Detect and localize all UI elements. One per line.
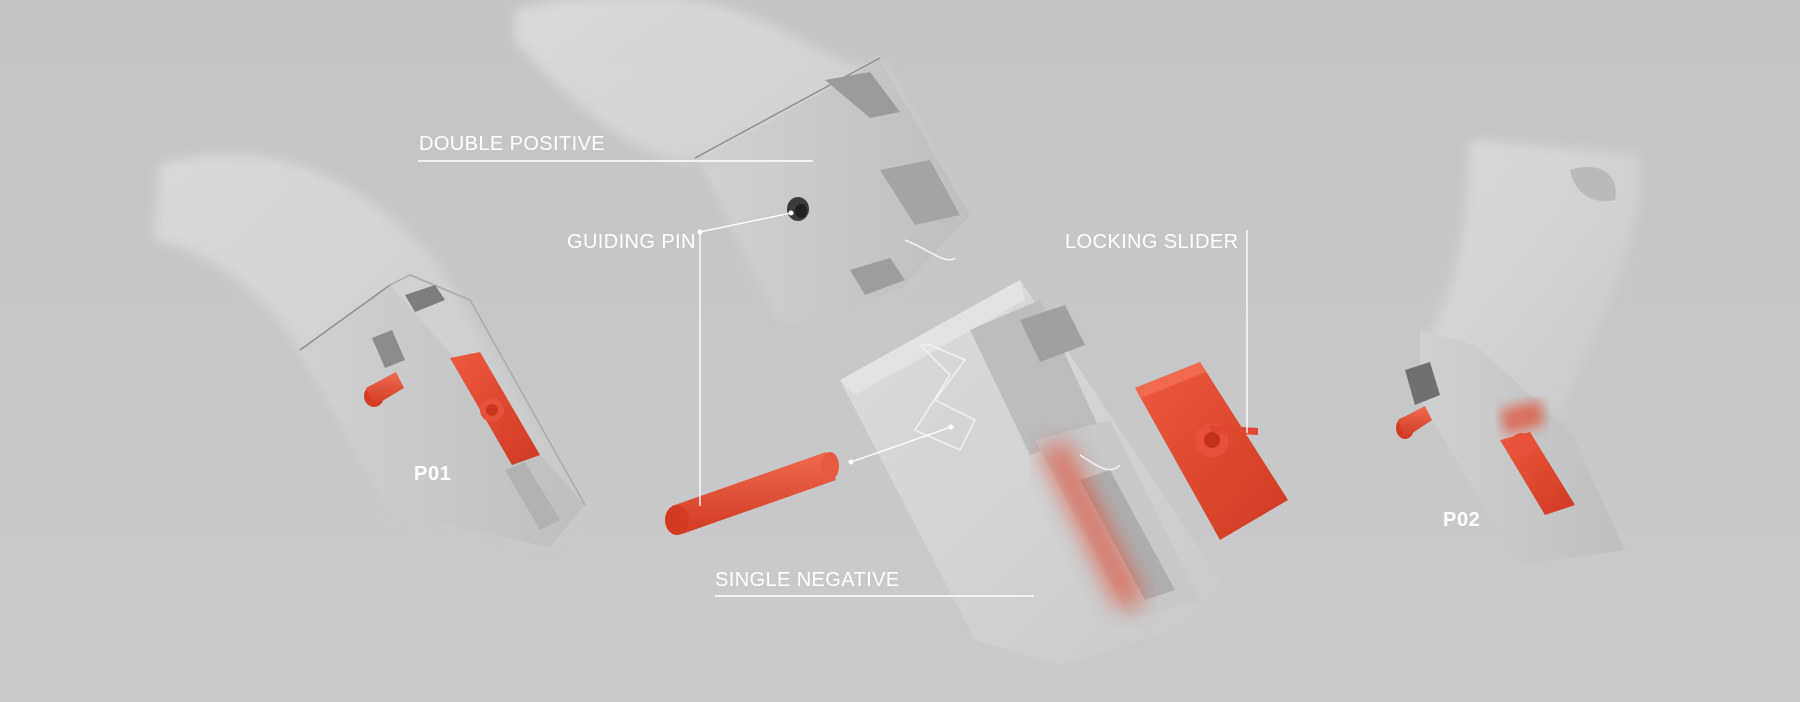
label-single-negative: SINGLE NEGATIVE xyxy=(715,569,900,591)
label-locking-slider: LOCKING SLIDER xyxy=(1065,231,1239,253)
label-double-positive: DOUBLE POSITIVE xyxy=(419,133,606,155)
label-guiding-pin: GUIDING PIN xyxy=(567,231,696,253)
connector-p01 xyxy=(155,154,586,547)
guiding-pin-part xyxy=(665,452,839,535)
leader-guiding-pin-target xyxy=(850,426,952,463)
connector-p02 xyxy=(1396,140,1640,565)
leader-dots xyxy=(697,210,954,465)
locking-slider-part xyxy=(1135,362,1288,540)
label-p01: P01 xyxy=(414,463,452,485)
connector-double-positive xyxy=(515,0,970,325)
connector-single-negative xyxy=(840,280,1240,665)
label-p02: P02 xyxy=(1443,509,1481,531)
